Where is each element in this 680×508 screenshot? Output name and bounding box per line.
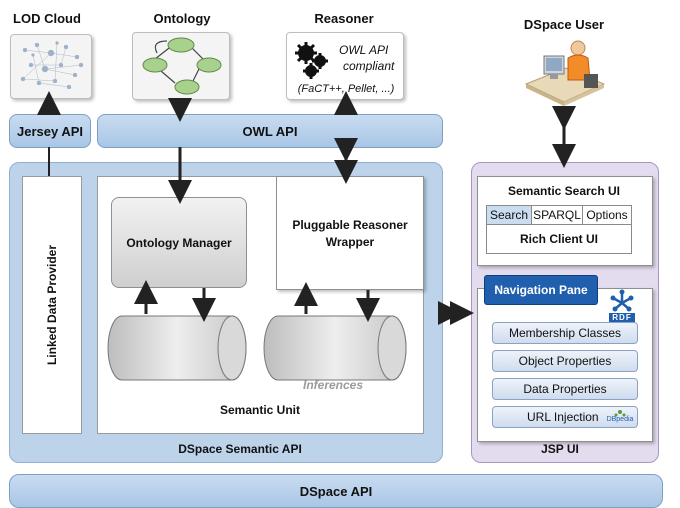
tab-options[interactable]: Options: [582, 205, 632, 225]
pluggable-reasoner-line1: Pluggable Reasoner: [292, 217, 408, 232]
tab-sparql[interactable]: SPARQL: [531, 205, 583, 225]
ontology-registry-line1: In-memory: [143, 331, 205, 345]
lod-cloud-graph-icon: [20, 41, 84, 90]
jersey-api-bar: Jersey API: [9, 114, 91, 148]
ontology-graph-icon: [142, 37, 222, 95]
rich-client-ui-box: [486, 224, 632, 254]
navigation-pane-header[interactable]: Navigation Pane: [484, 275, 598, 305]
reasoner-desc-line1: OWL API: [339, 43, 389, 57]
nav-item-object-properties[interactable]: Object Properties: [492, 350, 638, 372]
ontology-manager-box: Ontology Manager: [111, 197, 247, 288]
gears-icon: [295, 42, 328, 79]
nav-item-membership-classes[interactable]: Membership Classes: [492, 322, 638, 344]
rdf-logo-icon: [610, 289, 634, 312]
rich-client-ui-label: Rich Client UI: [519, 232, 598, 246]
ontology-registry-line3: Registry: [149, 365, 199, 379]
pluggable-reasoner-wrapper: Pluggable Reasoner Wrapper: [276, 176, 424, 290]
ontology-registry-line2: Ontology: [147, 348, 201, 362]
user-at-computer-icon: [524, 40, 606, 106]
ontology-image: [132, 32, 230, 100]
reasoner-registry-line3: Precomputed: [294, 361, 372, 375]
reasoner-desc-line2: compliant: [343, 59, 395, 73]
reasoner-desc-line3: (FaCT++, Pellet, ...): [297, 83, 395, 95]
owl-api-bar: OWL API: [97, 114, 443, 148]
url-injection-label: URL Injection: [527, 410, 599, 424]
nav-item-data-properties[interactable]: Data Properties: [492, 378, 638, 400]
reasoner-registry-line1: In-memory: [302, 327, 364, 341]
jsp-ui-label: JSP UI: [541, 442, 579, 456]
semantic-unit-label: Semantic Unit: [219, 403, 300, 417]
ontology-title: Ontology: [153, 11, 211, 26]
reasoner-registry-label: In-memory Reasoner Registry Precomputed …: [266, 326, 400, 394]
tab-search[interactable]: Search: [486, 205, 532, 225]
reasoner-title: Reasoner: [314, 11, 374, 26]
dspace-semantic-api-label: DSpace Semantic API: [178, 442, 302, 456]
linked-data-provider-label: Linked Data Provider: [45, 244, 59, 366]
semantic-search-ui-title: Semantic Search UI: [507, 184, 621, 198]
rdf-logo-text: RDF: [609, 313, 635, 323]
lod-cloud-image: [10, 34, 92, 99]
linked-data-provider-panel: Linked Data Provider: [22, 176, 82, 434]
reasoner-registry-line4: Inferences: [302, 378, 364, 392]
reasoner-image: OWL API compliant (FaCT++, Pellet, ...): [286, 32, 404, 100]
lod-cloud-title: LOD Cloud: [13, 11, 81, 26]
pluggable-reasoner-line2: Wrapper: [325, 234, 375, 249]
dspace-user-title: DSpace User: [523, 17, 605, 32]
dbpedia-logo-text: DBpedia: [606, 416, 634, 423]
dbpedia-logo-icon: DBpedia: [605, 408, 635, 426]
reasoner-registry-line2: Reasoner Registry: [279, 344, 387, 358]
dspace-api-bar: DSpace API: [9, 474, 663, 508]
nav-item-url-injection[interactable]: URL Injection DBpedia: [492, 406, 638, 428]
ontology-registry-label: In-memory Ontology Registry: [118, 330, 230, 381]
